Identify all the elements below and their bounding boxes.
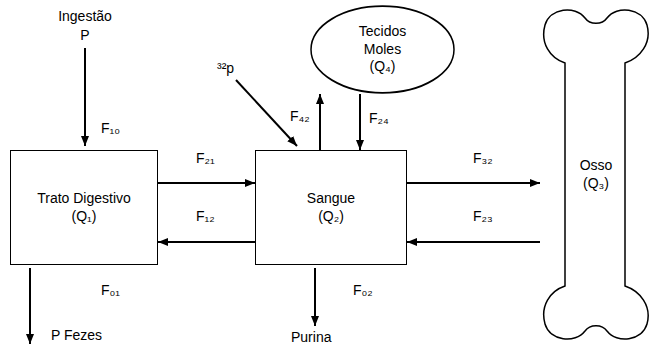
flow-arrow	[359, 94, 361, 150]
tracer-arrow	[236, 80, 297, 146]
flow-arrow	[407, 241, 540, 243]
flow-label: F₀₂	[352, 282, 374, 299]
flow-label: F₁₂	[195, 208, 216, 225]
intake-arrow	[84, 48, 86, 146]
flow-label: F₂₄	[368, 110, 390, 127]
input-label: Ingestão	[57, 8, 113, 25]
flow-arrow	[158, 182, 255, 184]
compartment-name: Trato Digestivo	[37, 190, 131, 208]
flow-label: F₀₁	[100, 282, 121, 299]
compartment-box: Trato Digestivo(Q₁)	[10, 150, 158, 265]
output-label: P Fezes	[50, 327, 103, 344]
flow-arrow	[319, 94, 321, 150]
compartment-symbol: (Q₃)	[583, 175, 609, 193]
tracer-label: ³²p	[216, 60, 235, 77]
flow-label: F₃₂	[472, 150, 494, 167]
compartment-name: Sangue	[307, 190, 355, 208]
excretion-arrow	[314, 268, 316, 326]
compartment-symbol: (Q₁)	[72, 208, 97, 226]
input-label: P	[79, 27, 90, 44]
compartment-symbol: (Q₂)	[318, 208, 344, 226]
compartment-name: Tecidos Moles	[359, 23, 406, 58]
flow-label: F₂₁	[195, 150, 216, 167]
flow-arrow	[407, 182, 540, 184]
flow-label: F₁₀	[100, 120, 121, 137]
feces-arrow	[29, 268, 31, 344]
flow-label: F₄₂	[289, 108, 311, 125]
ellipse-outline	[310, 5, 455, 94]
bone-outline	[540, 3, 652, 346]
flow-arrow	[158, 241, 255, 243]
compartment-ellipse: Tecidos Moles(Q₄)	[310, 5, 455, 94]
output-label: Purina	[290, 329, 332, 346]
bone-shape	[544, 10, 648, 339]
ellipse-shape	[311, 6, 454, 93]
compartment-name: Osso	[580, 157, 613, 175]
flow-label: F₂₃	[472, 208, 494, 225]
compartment-box: Sangue(Q₂)	[255, 150, 407, 265]
bone-compartment: Osso(Q₃)	[540, 3, 652, 346]
compartment-symbol: (Q₄)	[370, 58, 396, 76]
